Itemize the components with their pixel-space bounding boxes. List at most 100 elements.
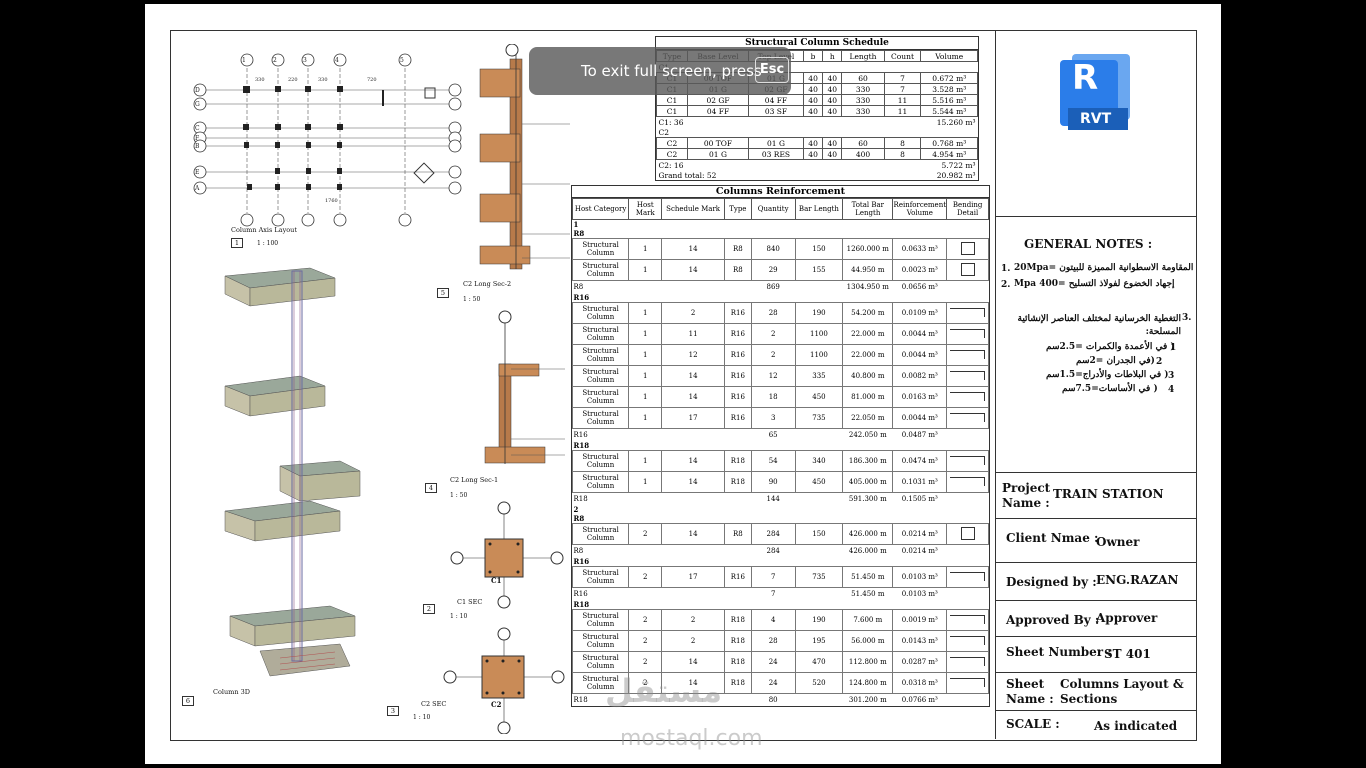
schedule-cell: C2 bbox=[655, 137, 689, 149]
svg-text:3: 3 bbox=[303, 57, 307, 64]
scale-label: SCALE : bbox=[1006, 717, 1060, 731]
reinforcement-cell: 1 bbox=[628, 365, 663, 387]
c1-sec-scale: 1 : 10 bbox=[450, 613, 468, 620]
schedule-cell: 330 bbox=[841, 83, 885, 95]
bending-detail-cell bbox=[946, 471, 989, 493]
reinforcement-cell: 0.0214 m³ bbox=[892, 523, 948, 545]
reinforcement-cell: 0.0143 m³ bbox=[892, 630, 948, 652]
reinforcement-group-label: R8 bbox=[573, 228, 585, 238]
sheet-number-value: ST 401 bbox=[1104, 647, 1151, 661]
project-name-row: Project Name : TRAIN STATION bbox=[996, 472, 1196, 519]
c2-sec-scale: 1 : 10 bbox=[413, 714, 431, 721]
reinforcement-summary-cell: 51.450 m bbox=[851, 590, 885, 598]
c2-section bbox=[443, 627, 565, 734]
reinforcement-summary-cell bbox=[662, 545, 724, 558]
long-sec-2-scale: 1 : 50 bbox=[463, 296, 481, 303]
schedule-cell: 40 bbox=[822, 137, 843, 149]
axis-layout-number: 1 bbox=[231, 238, 243, 248]
reinforcement-cell: 17 bbox=[661, 566, 725, 588]
schedule-cell: 01 G bbox=[687, 148, 749, 160]
svg-text:330: 330 bbox=[255, 77, 265, 83]
reinforcement-cell: R8 bbox=[723, 259, 752, 281]
reinforcement-group-label: R8 bbox=[573, 513, 585, 523]
reinforcement-summary-cell bbox=[724, 429, 751, 442]
schedule-cell: 03 SF bbox=[747, 105, 804, 117]
reinforcement-header: Bar Length bbox=[794, 198, 844, 220]
c1-section bbox=[450, 501, 564, 609]
project-name-value: TRAIN STATION bbox=[1053, 487, 1164, 501]
reinforcement-cell: 4 bbox=[750, 609, 796, 631]
reinforcement-cell: 22.000 m bbox=[842, 323, 894, 345]
reinforcement-cell: 12 bbox=[750, 365, 796, 387]
sheet-name-label: Sheet Name : bbox=[1006, 677, 1054, 706]
reinforcement-cell: 22.000 m bbox=[842, 344, 894, 366]
reinforcement-summary-cell: R16 bbox=[573, 590, 588, 598]
client-name-label: Client Nmae : bbox=[1006, 531, 1099, 545]
reinforcement-cell: 0.0318 m³ bbox=[892, 672, 948, 694]
bending-bar-icon bbox=[950, 677, 986, 687]
c2-section-col: C2 bbox=[491, 700, 502, 709]
bending-detail-cell bbox=[946, 609, 989, 631]
reinforcement-summary-cell bbox=[662, 281, 724, 294]
reinforcement-cell: Structural Column bbox=[571, 302, 630, 324]
reinforcement-cell: R16 bbox=[723, 566, 752, 588]
reinforcement-cell: 2 bbox=[628, 630, 663, 652]
bending-bar-icon bbox=[950, 635, 986, 645]
reinforcement-summary-cell: 0.0103 m³ bbox=[901, 590, 938, 598]
schedule-cell: 0.672 m³ bbox=[920, 72, 978, 84]
svg-text:330: 330 bbox=[318, 77, 328, 83]
schedule-group-volume: 15.260 m³ bbox=[936, 117, 976, 127]
reinforcement-cell: 0.1031 m³ bbox=[892, 471, 948, 493]
reinforcement-summary-cell: R18 bbox=[573, 696, 588, 704]
reinforcement-cell: Structural Column bbox=[571, 344, 630, 366]
reinforcement-group-row: R18 bbox=[573, 441, 989, 451]
schedule-cell: 40 bbox=[802, 105, 824, 117]
reinforcement-summary-cell: 7 bbox=[770, 590, 776, 598]
reinforcement-cell: 2 bbox=[628, 566, 663, 588]
fullscreen-exit-text: To exit full screen, press bbox=[581, 62, 762, 80]
reinforcement-summary-cell bbox=[795, 694, 843, 707]
reinforcement-cell: 2 bbox=[628, 523, 663, 545]
schedule-cell: 7 bbox=[883, 72, 922, 84]
designed-by-value: ENG.RAZAN bbox=[1096, 573, 1179, 587]
reinforcement-summary-cell bbox=[629, 281, 662, 294]
reinforcement-header: Total Bar Length bbox=[842, 198, 894, 220]
rvt-logo-letter: R bbox=[1072, 58, 1099, 98]
reinforcement-summary-cell bbox=[947, 545, 989, 558]
reinforcement-cell: 14 bbox=[661, 365, 725, 387]
schedule-cell: 40 bbox=[802, 83, 824, 95]
esc-key-hint[interactable]: Esc bbox=[755, 57, 789, 83]
reinforcement-cell: 2 bbox=[661, 609, 725, 631]
column-3d-view bbox=[224, 267, 361, 677]
reinforcement-summary-cell: 0.1505 m³ bbox=[901, 495, 938, 503]
reinforcement-cell: 186.300 m bbox=[842, 450, 894, 472]
reinforcement-cell: 1 bbox=[628, 238, 663, 260]
reinforcement-group-label: R18 bbox=[573, 599, 590, 609]
schedule-cell: 40 bbox=[822, 72, 843, 84]
reinforcement-cell: 405.000 m bbox=[842, 471, 894, 493]
reinforcement-summary-cell: 144 bbox=[766, 495, 780, 503]
bending-detail-cell bbox=[946, 323, 989, 345]
schedule-cell: C1 bbox=[655, 94, 689, 106]
reinforcement-cell: Structural Column bbox=[571, 630, 630, 652]
bending-detail-cell bbox=[946, 386, 989, 408]
schedule-group-row: C2 bbox=[657, 127, 978, 138]
reinforcement-cell: R18 bbox=[723, 630, 752, 652]
reinforcement-cell: 51.450 m bbox=[842, 566, 894, 588]
reinforcement-cell: Structural Column bbox=[571, 450, 630, 472]
reinforcement-summary-cell bbox=[724, 493, 751, 506]
reinforcement-cell: 14 bbox=[661, 450, 725, 472]
reinforcement-summary-cell bbox=[947, 429, 989, 442]
reinforcement-cell: R18 bbox=[723, 609, 752, 631]
reinforcement-cell: R16 bbox=[723, 302, 752, 324]
reinforcement-summary-cell: 242.050 m bbox=[848, 431, 887, 439]
reinforcement-cell: 426.000 m bbox=[842, 523, 894, 545]
reinforcement-cell: 2 bbox=[628, 651, 663, 673]
approved-by-value: Approver bbox=[1096, 611, 1158, 625]
reinforcement-cell: R16 bbox=[723, 407, 752, 429]
svg-text:E: E bbox=[195, 169, 199, 176]
